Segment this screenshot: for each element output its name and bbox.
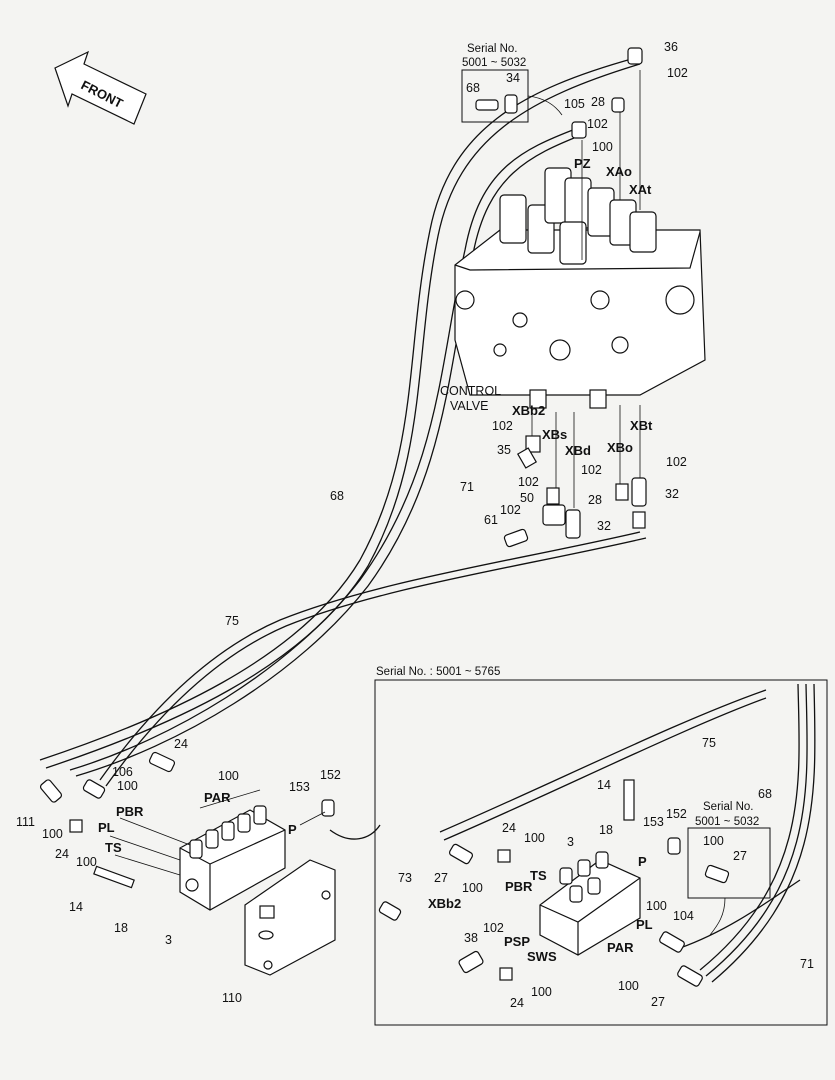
part-number: 102 xyxy=(666,455,687,469)
part-number: 102 xyxy=(587,117,608,131)
big-inset-serial: Serial No. : 5001 ~ 5765 xyxy=(376,666,500,678)
port-label: XAt xyxy=(629,182,652,197)
port-label: PAR xyxy=(607,940,634,955)
part-number: 24 xyxy=(55,847,69,861)
port-label: PSP xyxy=(504,934,530,949)
part-number: 152 xyxy=(666,807,687,821)
part-number: 100 xyxy=(646,899,667,913)
valve-fittings xyxy=(503,47,647,548)
part-number: 28 xyxy=(591,95,605,109)
part-number: 61 xyxy=(484,513,498,527)
part-number: 18 xyxy=(114,921,128,935)
small-inset-part-27: 27 xyxy=(733,849,747,863)
part-number: 71 xyxy=(800,957,814,971)
port-label: XBt xyxy=(630,418,653,433)
part-number: 75 xyxy=(702,736,716,750)
part-number: 102 xyxy=(483,921,504,935)
part-number: 102 xyxy=(581,463,602,477)
port-label: SWS xyxy=(527,949,557,964)
part-number: 100 xyxy=(76,855,97,869)
part-number: 68 xyxy=(330,489,344,503)
small-inset-serial-range: 5001 ~ 5032 xyxy=(695,816,759,828)
part-number: 110 xyxy=(222,991,242,1005)
part-number: 28 xyxy=(588,493,602,507)
part-number: 105 xyxy=(564,97,585,111)
part-number: 100 xyxy=(117,779,138,793)
part-number: 100 xyxy=(218,769,239,783)
part-number: 100 xyxy=(42,827,63,841)
part-number: 24 xyxy=(174,737,188,751)
part-number: 75 xyxy=(225,614,239,628)
port-label: XBb2 xyxy=(512,403,545,418)
part-number: 71 xyxy=(460,480,474,494)
part-number: 14 xyxy=(69,900,83,914)
part-number: 68 xyxy=(758,787,772,801)
part-number: 100 xyxy=(524,831,545,845)
small-inset-part-100: 100 xyxy=(703,834,724,848)
part-number: 27 xyxy=(651,995,665,1009)
control-valve-label-2: VALVE xyxy=(450,399,488,413)
part-number: 73 xyxy=(398,871,412,885)
part-number: 106 xyxy=(112,765,133,779)
port-label: PL xyxy=(98,820,115,835)
port-label: XBd xyxy=(565,443,591,458)
top-inset-part-68: 68 xyxy=(466,81,480,95)
part-number: 153 xyxy=(289,780,310,794)
part-number: 111 xyxy=(16,815,35,829)
port-label: XBb2 xyxy=(428,896,461,911)
big-serial-inset: Serial No. : 5001 ~ 5765 xyxy=(374,666,828,1026)
part-number: 102 xyxy=(500,503,521,517)
part-number: 152 xyxy=(320,768,341,782)
port-label: XAo xyxy=(606,164,632,179)
port-labels: PZ XAo XAt XBb2 XBs XBd XBo XBt PAR PBR … xyxy=(98,156,653,964)
part-number: 100 xyxy=(462,881,483,895)
part-number: 153 xyxy=(643,815,664,829)
part-number: 14 xyxy=(597,778,611,792)
part-number: 24 xyxy=(510,996,524,1010)
part-number: 32 xyxy=(665,487,679,501)
top-inset-serial-range: 5001 ~ 5032 xyxy=(462,57,526,69)
part-number: 3 xyxy=(567,835,574,849)
part-number: 102 xyxy=(667,66,688,80)
part-number: 18 xyxy=(599,823,613,837)
port-label: P xyxy=(638,854,647,869)
top-inset-part-34: 34 xyxy=(506,71,520,85)
part-number: 104 xyxy=(673,909,694,923)
part-number: 100 xyxy=(618,979,639,993)
part-number: 3 xyxy=(165,933,172,947)
top-inset-serial-label: Serial No. xyxy=(467,43,518,55)
port-label: PL xyxy=(636,917,653,932)
port-label: TS xyxy=(105,840,122,855)
control-valve: CONTROL VALVE xyxy=(440,167,706,413)
part-number: 35 xyxy=(497,443,511,457)
part-number: 36 xyxy=(664,40,678,54)
part-number: 27 xyxy=(434,871,448,885)
small-inset-serial-label: Serial No. xyxy=(703,801,754,813)
part-number: 24 xyxy=(502,821,516,835)
part-number: 102 xyxy=(518,475,539,489)
part-number: 100 xyxy=(592,140,613,154)
port-label: TS xyxy=(530,868,547,883)
port-label: XBs xyxy=(542,427,567,442)
port-label: PAR xyxy=(204,790,231,805)
hose-68-71 xyxy=(39,57,647,787)
part-number: 100 xyxy=(531,985,552,999)
part-number: 38 xyxy=(464,931,478,945)
part-number: 32 xyxy=(597,519,611,533)
part-numbers: 36 102 105 28 102 100 102 35 102 102 50 … xyxy=(16,40,814,1010)
block-assembly xyxy=(39,751,336,976)
control-valve-label-1: CONTROL xyxy=(440,384,501,398)
port-label: PBR xyxy=(116,804,144,819)
port-label: P xyxy=(288,822,297,837)
front-arrow: FRONT xyxy=(54,50,147,125)
small-serial-inset: Serial No. 5001 ~ 5032 100 27 xyxy=(687,801,771,936)
part-number: 102 xyxy=(492,419,513,433)
top-serial-inset: Serial No. 5001 ~ 5032 68 34 xyxy=(461,43,563,123)
port-label: PZ xyxy=(574,156,591,171)
port-label: PBR xyxy=(505,879,533,894)
part-number: 50 xyxy=(520,491,534,505)
port-label: XBo xyxy=(607,440,633,455)
